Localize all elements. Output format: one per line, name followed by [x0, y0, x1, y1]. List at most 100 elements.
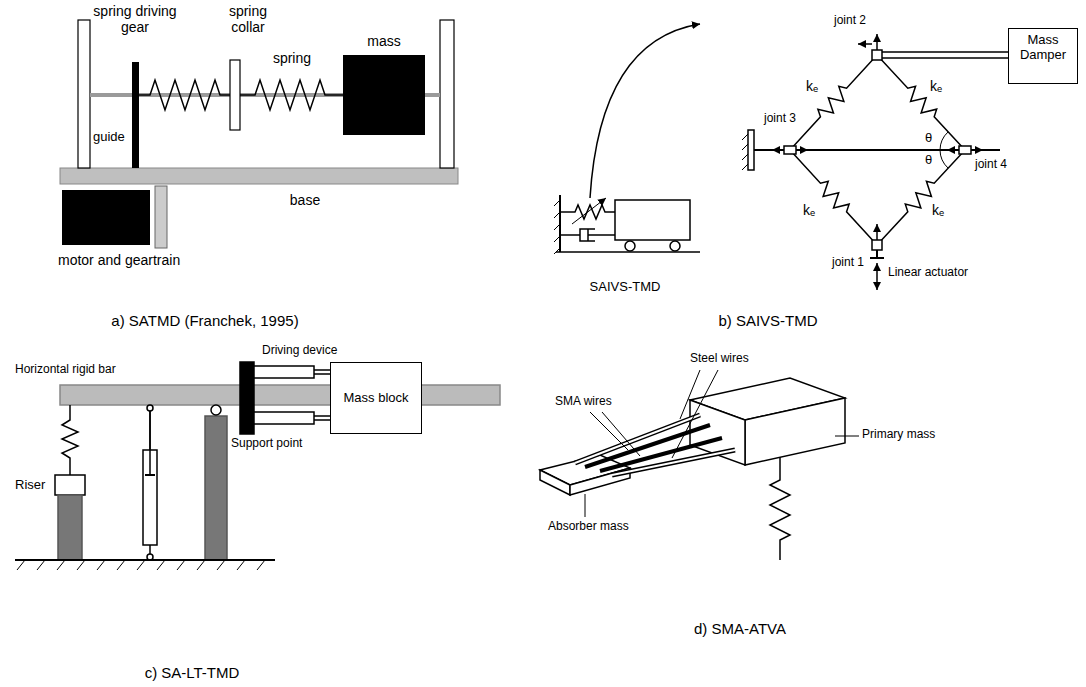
- part-label: Absorber mass: [548, 520, 629, 534]
- part-label: Linear actuator: [888, 266, 968, 280]
- base-plate: [60, 168, 458, 184]
- drive-rod: [314, 370, 330, 420]
- joint-label: joint 3: [764, 112, 796, 126]
- satmd-figure: [60, 20, 458, 248]
- driving-gear: [132, 62, 139, 168]
- leader-line: [672, 370, 718, 458]
- joint: [872, 50, 882, 60]
- ground: [556, 251, 700, 253]
- connecting-rod: [882, 52, 1008, 58]
- pin: [147, 405, 153, 411]
- stiffness-symbol: kₑ: [932, 202, 944, 218]
- part-label: spring collar: [218, 3, 278, 35]
- part-label: spring: [273, 50, 311, 66]
- spring-symbol: [240, 80, 343, 110]
- sma-atva-figure: [540, 370, 859, 560]
- angle-arc: [940, 132, 948, 150]
- angle-symbol: θ: [925, 153, 932, 168]
- part-label: Horizontal rigid bar: [15, 363, 116, 377]
- sa-lt-tmd-figure: [15, 362, 500, 570]
- spring-symbol: [785, 145, 882, 249]
- wall-hatch: [554, 200, 560, 254]
- damper-piston: [145, 474, 155, 476]
- riser: [55, 475, 85, 495]
- slider-joint: [959, 146, 971, 154]
- angle-symbol: θ: [925, 131, 932, 146]
- spring-symbol: [139, 80, 230, 110]
- variable-arrow: [572, 198, 606, 224]
- steel-wire: [575, 415, 700, 463]
- wheel: [670, 241, 680, 251]
- spring-symbol: [872, 145, 970, 250]
- wall: [748, 130, 754, 170]
- spring-symbol: [770, 455, 790, 560]
- mass-damper-box: Mass Damper: [1008, 28, 1078, 84]
- joint-label: joint 2: [834, 14, 866, 28]
- motion-arrow: [947, 149, 959, 151]
- support-point: [211, 405, 221, 415]
- motion-arrow: [876, 224, 878, 240]
- leader-line: [585, 494, 586, 517]
- subfigure-caption: c) SA-LT-TMD: [145, 664, 240, 681]
- stiffness-symbol: kₑ: [806, 78, 818, 94]
- cart-body: [615, 200, 690, 240]
- part-label: spring driving gear: [90, 3, 180, 35]
- stiffness-symbol: kₑ: [803, 202, 815, 218]
- actuator-mount: [870, 250, 884, 258]
- drive-cylinder: [254, 366, 314, 378]
- angle-arc: [940, 150, 948, 168]
- saivs-icon: [554, 24, 700, 254]
- ground-hatch: [17, 560, 265, 570]
- mass-block: [343, 55, 425, 135]
- motion-arrow: [772, 149, 784, 151]
- steel-wire: [612, 450, 735, 475]
- motion-arrow: [971, 149, 983, 151]
- joint-label: joint 1: [832, 256, 864, 270]
- left-post: [78, 20, 90, 168]
- wall: [559, 195, 561, 252]
- joint-label: joint 4: [975, 158, 1007, 172]
- actuator-arrow: [876, 263, 878, 290]
- stiffness-symbol: kₑ: [930, 78, 942, 94]
- driving-device: [240, 362, 254, 434]
- motion-arrow: [858, 43, 872, 45]
- wheel: [625, 241, 635, 251]
- motor-geartrain: [62, 190, 150, 245]
- slider-joint: [784, 146, 796, 154]
- spring-collar: [230, 60, 240, 130]
- gear-shaft: [155, 186, 167, 248]
- part-label: base: [290, 192, 320, 208]
- mass-block-box: Mass block: [330, 362, 422, 434]
- motion-arrow: [796, 149, 808, 151]
- leader-line: [835, 436, 859, 437]
- part-label: Steel wires: [690, 352, 749, 366]
- drive-cylinder: [254, 412, 314, 424]
- part-label: Primary mass: [862, 428, 935, 442]
- part-label: Riser: [15, 478, 45, 493]
- motion-arrow: [876, 34, 878, 50]
- absorber-mass-side: [540, 470, 570, 495]
- steel-wire: [575, 415, 700, 463]
- subfigure-caption: a) SATMD (Franchek, 1995): [111, 312, 298, 329]
- part-label: SMA wires: [555, 395, 612, 409]
- rigid-bar: [60, 385, 500, 405]
- damper-rod: [149, 408, 151, 475]
- part-label: Driving device: [262, 344, 337, 358]
- subfigure-caption: b) SAIVS-TMD: [718, 312, 817, 329]
- spring-symbol: [872, 50, 970, 155]
- wall-hatch: [742, 134, 748, 170]
- joint: [872, 240, 882, 250]
- spring-symbol: [785, 50, 882, 154]
- primary-mass-front: [745, 398, 845, 465]
- pointer-arrow: [590, 24, 700, 198]
- support-pillar: [205, 416, 227, 560]
- leader-line: [590, 412, 640, 456]
- part-label: mass: [367, 33, 400, 49]
- spring-symbol: [62, 405, 78, 475]
- part-label: motor and geartrain: [58, 252, 180, 268]
- part-label: Support point: [231, 437, 302, 451]
- part-label: guide: [93, 130, 125, 145]
- damper-symbol: [560, 229, 615, 241]
